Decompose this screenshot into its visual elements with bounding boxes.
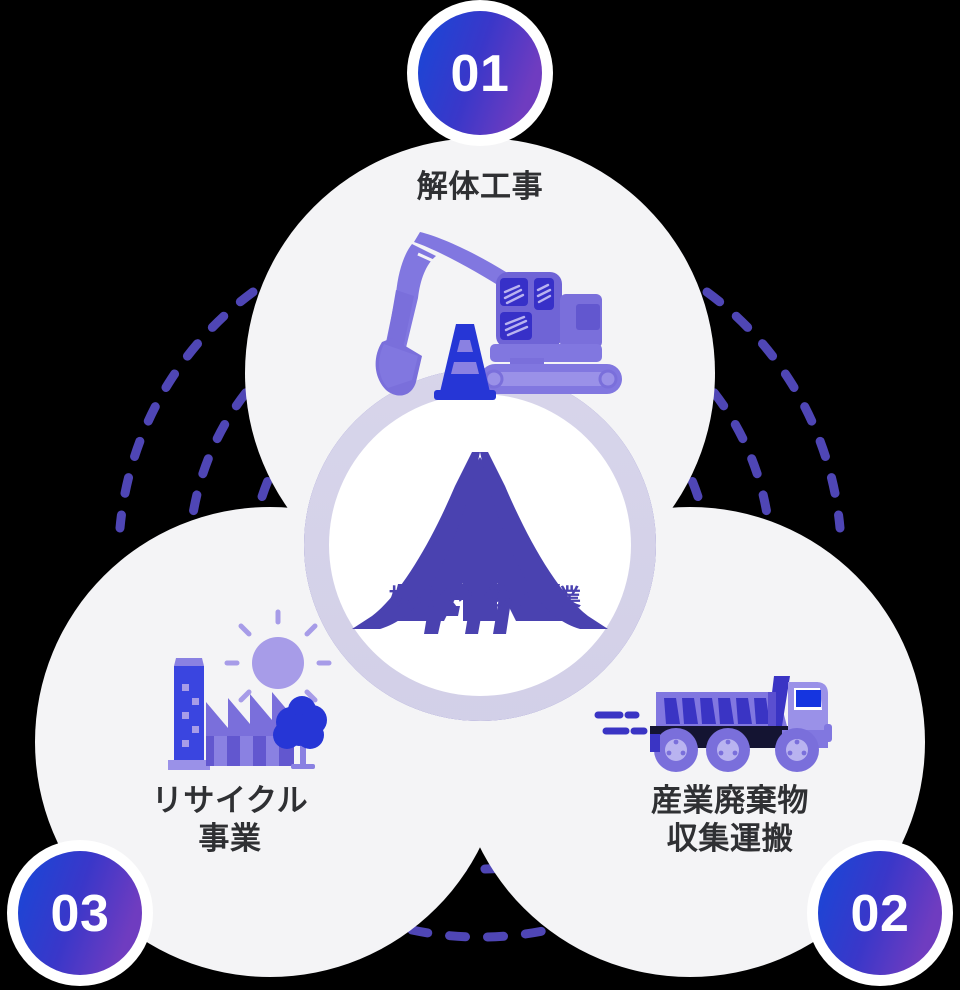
badge-02[interactable] xyxy=(807,840,953,986)
fujihiro-mountain-logo xyxy=(352,452,608,634)
badge-group xyxy=(7,0,953,986)
recycling-factory-icon xyxy=(168,609,332,770)
dump-truck-icon xyxy=(594,676,832,772)
badge-01[interactable] xyxy=(407,0,553,146)
excavator-icon xyxy=(375,232,622,400)
badge-03[interactable] xyxy=(7,840,153,986)
